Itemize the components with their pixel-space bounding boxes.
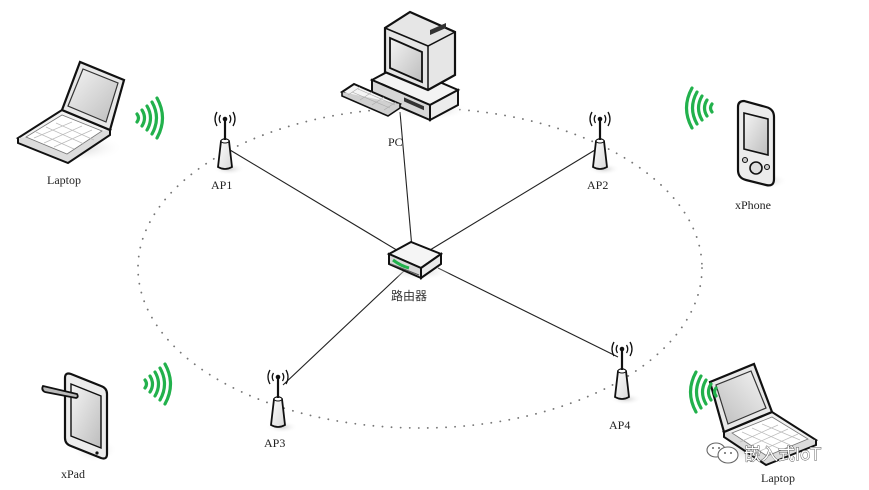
ap3-node[interactable]: AP3 [264, 368, 300, 450]
desktop-computer-icon [339, 10, 470, 122]
router-node[interactable]: 路由器 [386, 240, 451, 303]
wifi-signal-icon [135, 96, 165, 140]
xpad-label: xPad [61, 467, 85, 481]
ap1-node[interactable]: AP1 [211, 110, 247, 192]
laptop-left-label: Laptop [47, 173, 81, 187]
pc-label: PC [388, 135, 403, 149]
wifi-signal-icon [684, 86, 714, 130]
ap2-label: AP2 [587, 178, 608, 192]
laptop-left-node[interactable]: Laptop [16, 60, 126, 187]
link-ap3-router [282, 269, 406, 386]
watermark-text: 嵌入式IoT [744, 445, 821, 465]
laptop-right-label: Laptop [761, 471, 795, 485]
xpad-node[interactable]: xPad [41, 372, 117, 482]
signal-waves-xphone [684, 86, 714, 130]
ap2-node[interactable]: AP2 [586, 110, 622, 192]
laptop-icon [16, 60, 126, 165]
wifi-signal-icon [143, 362, 173, 406]
router-icon [386, 240, 451, 280]
link-pc-router [399, 111, 413, 249]
signal-waves-laptop-left [135, 96, 165, 140]
signal-waves-xpad [143, 362, 173, 406]
ap1-label: AP1 [211, 178, 232, 192]
coverage-boundary [137, 107, 703, 429]
access-point-icon [586, 110, 622, 177]
access-point-icon [608, 340, 644, 407]
wired-links [229, 111, 619, 386]
watermark: 嵌入式IoT [706, 442, 822, 465]
link-ap2-router [429, 149, 596, 251]
ap4-node[interactable]: AP4 [608, 340, 644, 432]
link-ap1-router [229, 149, 401, 253]
xphone-label: xPhone [735, 198, 771, 212]
pc-node[interactable]: PC [339, 10, 470, 149]
wechat-icon [706, 442, 739, 464]
xphone-node[interactable]: xPhone [735, 99, 788, 212]
tablet-icon [41, 372, 117, 462]
smartphone-icon [736, 99, 788, 189]
ap4-label: AP4 [609, 418, 630, 432]
access-point-icon [211, 110, 247, 177]
router-label: 路由器 [391, 288, 427, 303]
link-ap4-router [437, 267, 619, 358]
access-point-icon [264, 368, 300, 435]
ap3-label: AP3 [264, 436, 285, 450]
